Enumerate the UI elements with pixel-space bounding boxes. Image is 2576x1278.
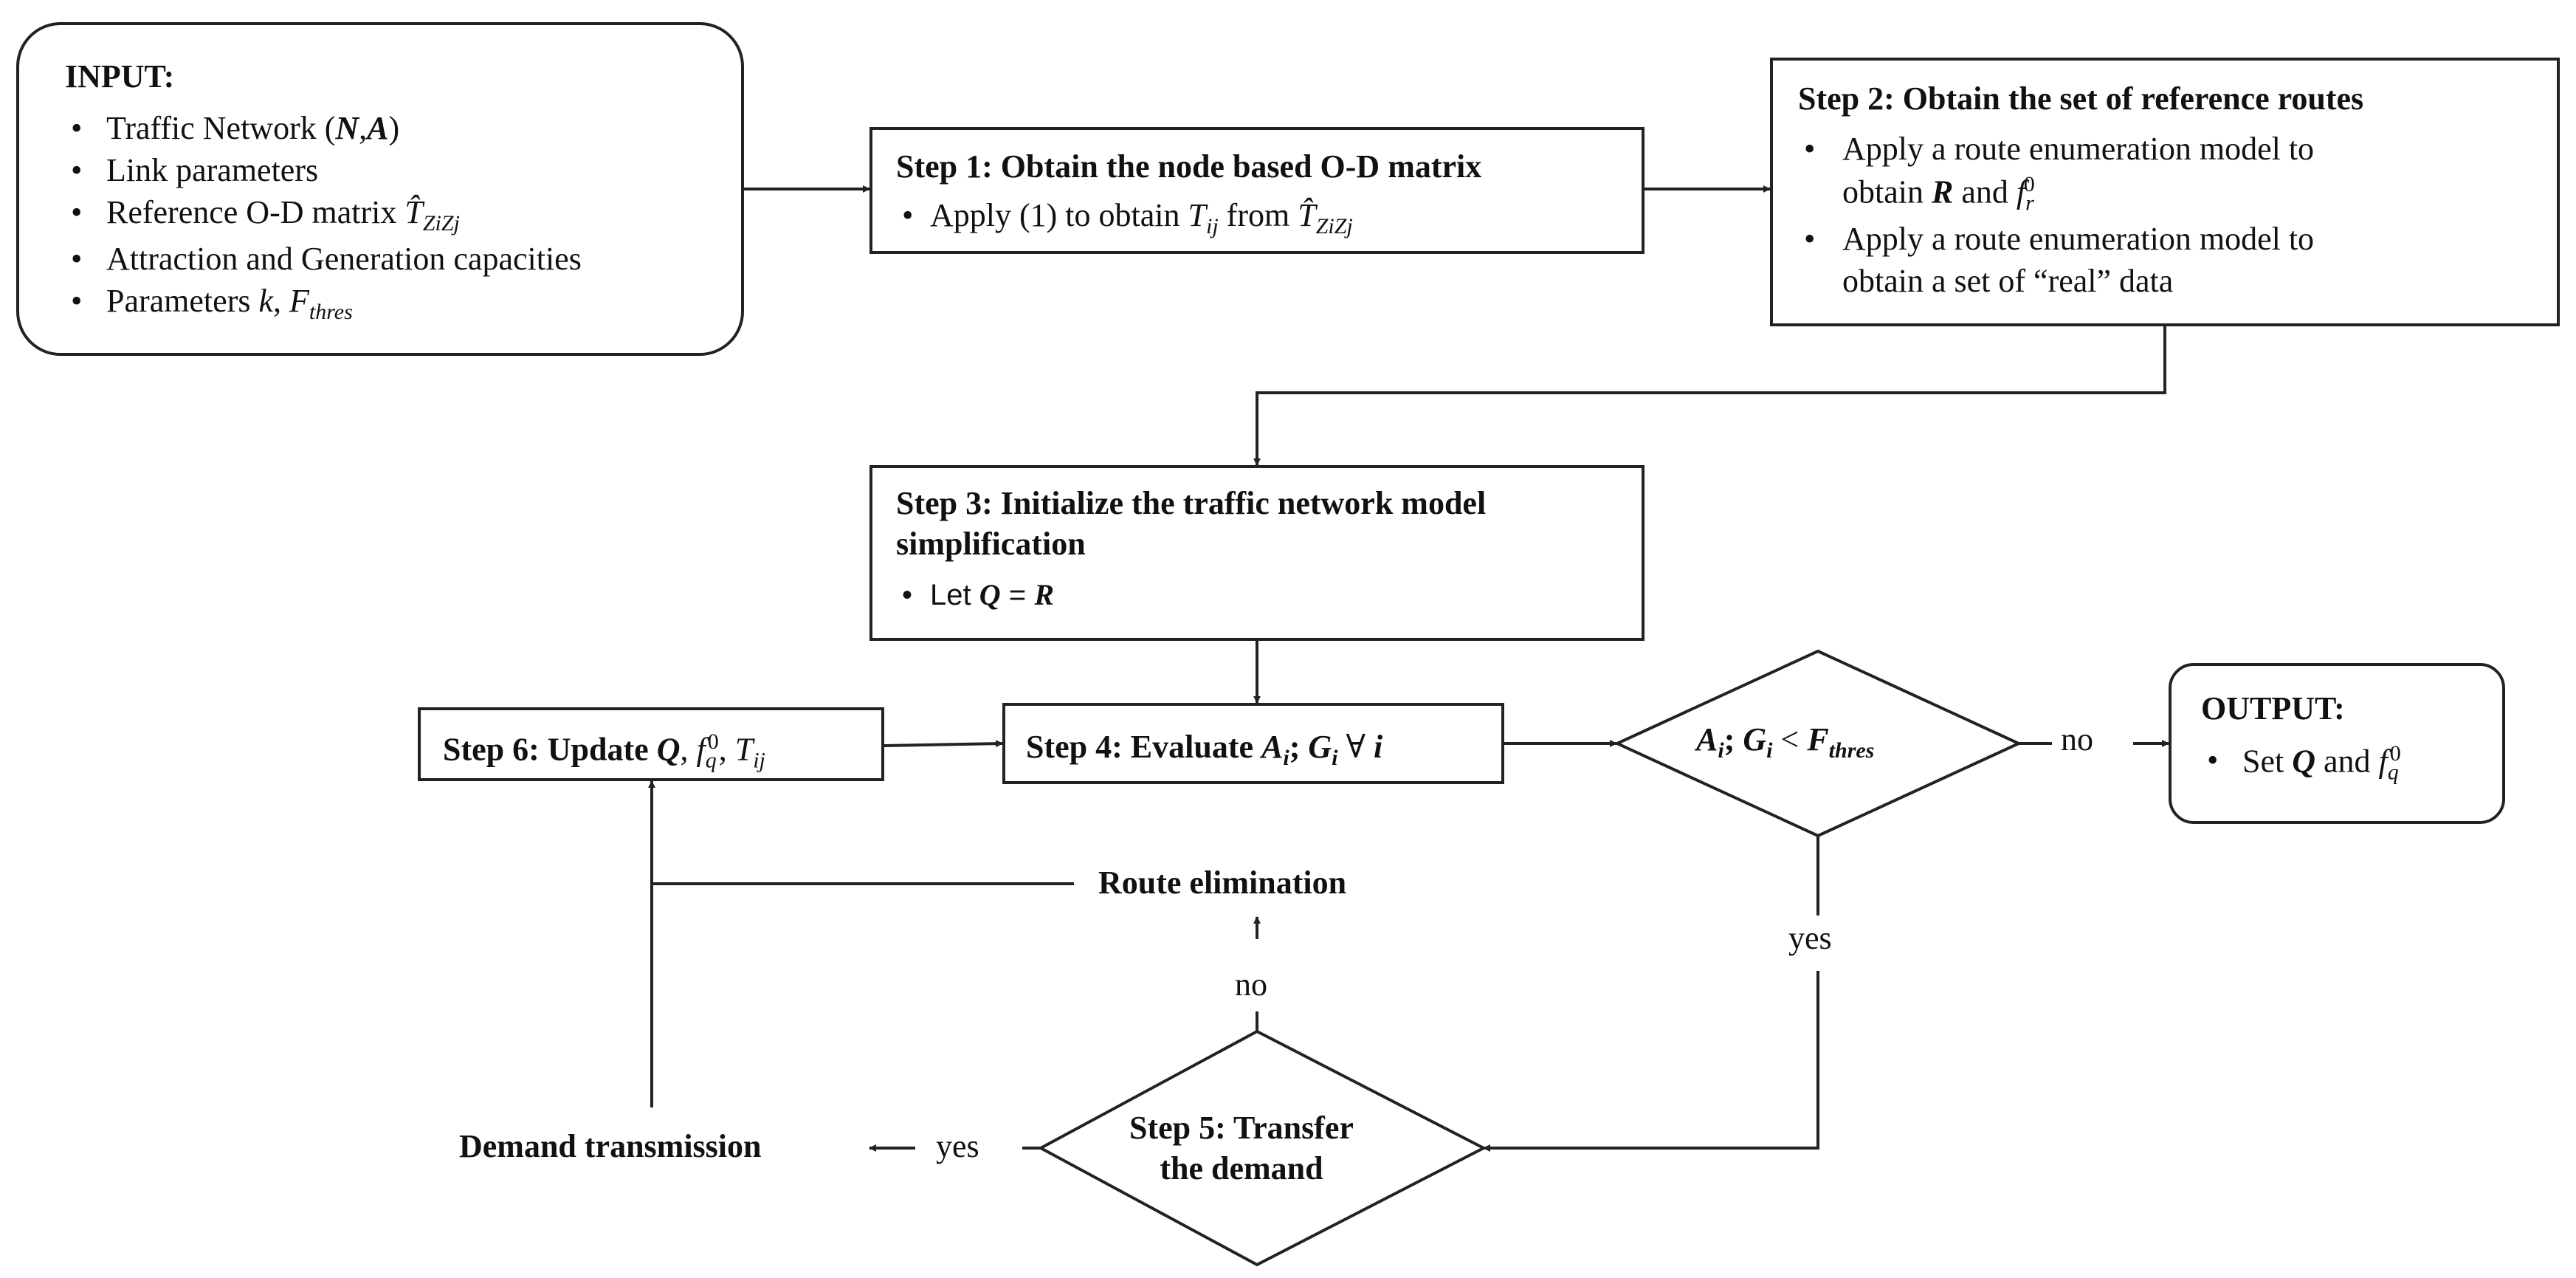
step3-box: Step 3: Initialize the traffic network m… (869, 465, 1645, 641)
input-item-reference-od-matrix: Reference O-D matrix T̂ZiZj (65, 191, 741, 238)
route-elimination-label: Route elimination (1098, 865, 1347, 901)
step2-box: Step 2: Obtain the set of reference rout… (1770, 58, 2560, 326)
step6-title: Step 6: Update Q, fq0, Tij (443, 729, 765, 773)
step2-bullet-reference-routes: Apply a route enumeration model to obtai… (1798, 128, 2557, 218)
arrow-step6-to-step4 (884, 740, 1003, 748)
input-title: INPUT: (65, 58, 175, 95)
label-no-output: no (2061, 721, 2093, 757)
label-no-step5: no (1235, 966, 1267, 1003)
step2-title: Step 2: Obtain the set of reference rout… (1798, 80, 2364, 117)
input-item-parameters: Parameters k, Fthres (65, 280, 741, 326)
input-item-capacities: Attraction and Generation capacities (65, 238, 741, 280)
decision-threshold-text: Ai; Gi < Fthres (1696, 721, 1875, 763)
output-bullet: Set Q and fq0 (2201, 739, 2502, 786)
arrow-step2-to-step3 (1253, 326, 2166, 466)
output-box: OUTPUT: Set Q and fq0 (2169, 663, 2505, 824)
step1-bullet: Apply (1) to obtain Tij from T̂ZiZj (896, 194, 1642, 241)
input-item-link-parameters: Link parameters (65, 149, 741, 191)
output-title: OUTPUT: (2201, 690, 2345, 726)
step4-title: Step 4: Evaluate Ai; Gi ∀ i (1026, 729, 1383, 770)
decision-transfer-text: Step 5: Transfer the demand (1129, 1110, 1354, 1186)
step1-title: Step 1: Obtain the node based O-D matrix (896, 148, 1482, 185)
step3-title: Step 3: Initialize the traffic network m… (896, 485, 1487, 562)
decision-diamond-transfer (1037, 1029, 1487, 1267)
step3-bullet: Let Q = R (896, 576, 1642, 614)
demand-transmission-label: Demand transmission (459, 1128, 762, 1164)
arrow-yes-to-step5 (1483, 971, 1819, 1152)
label-yes-decision: yes (1788, 920, 1832, 956)
input-box: INPUT: Traffic Network (N,A) Link parame… (16, 22, 744, 356)
step1-box: Step 1: Obtain the node based O-D matrix… (869, 127, 1645, 254)
input-item-traffic-network: Traffic Network (N,A) (65, 107, 741, 149)
label-yes-step5: yes (936, 1128, 979, 1164)
step2-bullet-real-data: Apply a route enumeration model to obtai… (1798, 218, 2557, 302)
step4-box: Step 4: Evaluate Ai; Gi ∀ i (1002, 703, 1504, 784)
decision-diamond-threshold (1614, 649, 2022, 838)
step6-box: Step 6: Update Q, fq0, Tij (418, 707, 884, 781)
